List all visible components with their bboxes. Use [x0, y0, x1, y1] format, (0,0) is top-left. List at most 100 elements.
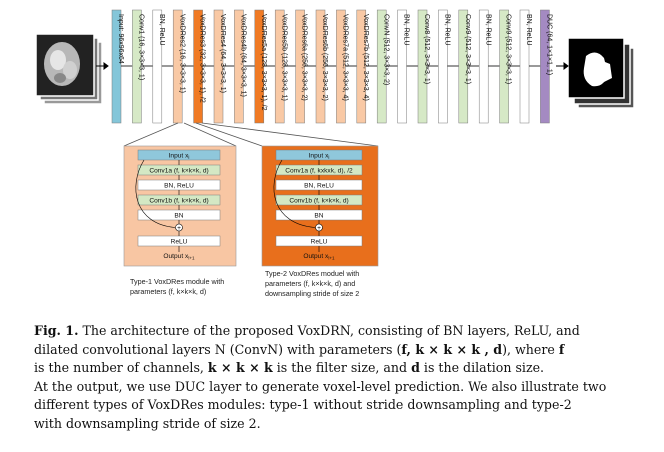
- skip-connection: [273, 159, 316, 228]
- layer-block-rect: [193, 9, 203, 124]
- relu-box-label: ReLU: [171, 239, 188, 246]
- output-label: Output xl+1: [163, 253, 195, 260]
- layer-block-rect: [519, 9, 530, 124]
- caption-line-1: Fig. 1. The architecture of the proposed…: [34, 322, 634, 341]
- layer-block: Conv1 (16, 3×3×3, 1): [132, 9, 153, 124]
- layer-block: Conv9 (512, 3×3×3, 1): [499, 9, 520, 124]
- layer-block-label: Conv9 (512, 3×3×3, 1): [505, 14, 512, 84]
- layer-block: VoxDRes6b (256, 3×3×3, 2): [315, 9, 337, 124]
- layer-block: Conv8 (512, 3×3×3, 1): [417, 9, 439, 124]
- layer-block: BN, ReLU: [519, 9, 541, 124]
- caption-text-3e: is the dilation size.: [419, 360, 545, 376]
- layer-block-label: BN, ReLU: [444, 14, 451, 46]
- layer-block-label: VoxDRes2 (16, 3×3×3, 1): [178, 14, 185, 93]
- layer-block-rect: [376, 9, 387, 124]
- layer-block: VoxDRes4 (64, 3×3×3, 1): [213, 9, 235, 124]
- layer-block: BN, ReLU: [152, 9, 174, 124]
- layer-block: VoxDRes2 (16, 3×3×3, 1): [172, 9, 194, 124]
- layer-block: Conv9 (512, 3×3×3, 1): [458, 9, 480, 124]
- layer-block: BN, ReLU: [397, 9, 418, 124]
- bn-box-label: BN: [314, 213, 323, 220]
- layer-block-label: DUC (64, 1×1×1, 1): [546, 14, 553, 75]
- layer-block: ConvN (512, 3×3×3, 2): [376, 9, 398, 124]
- caption-line-6: with downsampling stride of size 2.: [34, 415, 261, 431]
- caption-text-1: The architecture of the proposed VoxDRN,…: [82, 323, 580, 338]
- caption-kernel: k × k × k: [207, 360, 273, 376]
- caption-text-3c: is the filter size, and: [272, 360, 412, 376]
- caption-f: f: [558, 341, 565, 357]
- layer-block: DUC (64, 1×1×1, 1): [540, 9, 553, 124]
- pipeline-arrows: [96, 62, 569, 70]
- layer-block: VoxDRes6a (256, 3×3×3, 2): [295, 9, 316, 124]
- layer-block-label: Input: 96x96x64: [117, 14, 124, 64]
- layer-block-label: BN, ReLU: [484, 14, 491, 46]
- layer-block-label: Conv9 (512, 3×3×3, 1): [464, 14, 471, 84]
- conv1a-box-label: Conv1a (f, k×k×k, d): [149, 168, 208, 175]
- conv1b-box-label: Conv1b (f, k×k×k, d): [149, 198, 208, 205]
- layer-block-label: Conv1 (16, 3×3×3, 1): [138, 14, 145, 80]
- layer-block-rect: [356, 9, 367, 124]
- layer-block-rect: [132, 9, 142, 124]
- type2-caption-line3: downsampling stride of size 2: [265, 289, 359, 298]
- output-segmentation-image: [567, 37, 635, 109]
- layer-block: BN, ReLU: [478, 9, 500, 124]
- caption-params: f, k × k × k , d: [401, 341, 503, 357]
- layer-block-label: VoxDRes3 (32, 3×3×3, 1), /2: [199, 14, 206, 103]
- layer-block-label: VoxDRes5b (128, 3×3×3, 1): [280, 14, 287, 101]
- layer-block-rect: [234, 9, 244, 124]
- input-box-label: Input xl: [309, 153, 330, 160]
- layer-block-rect: [540, 9, 550, 124]
- output-label: Output xl+1: [303, 253, 335, 260]
- layer-block: Input: 96x96x64: [111, 9, 133, 124]
- layer-block-label: Conv8 (512, 3×3×3, 1): [423, 14, 430, 84]
- layer-block-rect: [274, 9, 285, 124]
- layer-block-label: ConvN (512, 3×3×3, 2): [382, 14, 389, 85]
- layer-block-label: VoxDRes6b (256, 3×3×3, 2): [321, 14, 328, 101]
- skip-connection: [135, 159, 176, 228]
- caption-text-2c: ), where: [502, 341, 559, 357]
- bnrelu-box-label: BN, ReLU: [304, 183, 334, 190]
- layer-block-label: VoxDRes6a (256, 3×3×3, 2): [301, 14, 308, 101]
- layer-block-rect: [213, 9, 224, 124]
- layer-block-rect: [295, 9, 305, 124]
- layer-block-label: BN, ReLU: [158, 14, 165, 46]
- caption-line-5: different types of VoxDRes modules: type…: [34, 397, 572, 413]
- layer-block-rect: [417, 9, 428, 124]
- layer-block: BN, ReLU: [438, 9, 459, 124]
- bnrelu-box-label: BN, ReLU: [164, 183, 194, 190]
- caption-line-2: dilated convolutional layers N (ConvN) w…: [34, 341, 634, 360]
- layer-block-rect: [478, 9, 489, 124]
- layer-block: VoxDRes5a (128, 3×3×3, 1), /2: [254, 9, 276, 124]
- figure-caption: Fig. 1. The architecture of the proposed…: [34, 322, 634, 434]
- layer-block: VoxDRes3 (32, 3×3×3, 1), /2: [193, 9, 214, 124]
- layer-block: VoxDRes7a (512, 3×3×3, 4): [336, 9, 357, 124]
- conv1b-box-label: Conv1b (f, k×k×k, d): [289, 198, 348, 205]
- caption-text-3a: is the number of channels,: [34, 360, 208, 376]
- architecture-figure: Input: 96x96x64 Conv1 (16, 3×3×3, 1) BN, R…: [35, 9, 635, 298]
- caption-line-3: is the number of channels, k × k × k is …: [34, 359, 634, 378]
- layer-block: VoxDRes4b (64, 3×3×3, 1): [234, 9, 255, 124]
- type1-caption-line1: Type-1 VoxDRes module with: [130, 277, 224, 286]
- caption-line-4: At the output, we use DUC layer to gener…: [34, 378, 607, 394]
- layer-block-label: BN, ReLU: [403, 14, 410, 46]
- layer-block-rect: [111, 9, 122, 124]
- input-volume-image: [35, 33, 103, 105]
- module-connectors: [123, 122, 379, 147]
- layer-block-label: VoxDRes5a (128, 3×3×3, 1), /2: [260, 14, 267, 111]
- layer-block-rect: [458, 9, 469, 124]
- type2-caption-line2: parameters (f, k×k×k, d) and: [265, 279, 355, 288]
- input-box-label: Input xl: [169, 153, 190, 160]
- caption-text-2a: dilated convolutional layers N (ConvN) w…: [34, 341, 402, 357]
- layer-block: VoxDRes7b (512, 3×3×3, 4): [356, 9, 378, 124]
- layer-block-label: VoxDRes4 (64, 3×3×3, 1): [219, 14, 226, 93]
- layer-block-rect: [254, 9, 265, 124]
- type1-module: Input xl Conv1a (f, k×k×k, d) BN, ReLU Conv…: [123, 145, 237, 267]
- add-node-symbol: +: [317, 225, 321, 232]
- layer-block-rect: [438, 9, 448, 124]
- caption-d: d: [411, 360, 420, 376]
- layer-block-rect: [152, 9, 163, 124]
- module-panel: [123, 145, 237, 267]
- type2-caption-line1: Type-2 VoxDRes moduel with: [265, 269, 359, 278]
- layer-block-label: VoxDRes4b (64, 3×3×3, 1): [240, 14, 247, 97]
